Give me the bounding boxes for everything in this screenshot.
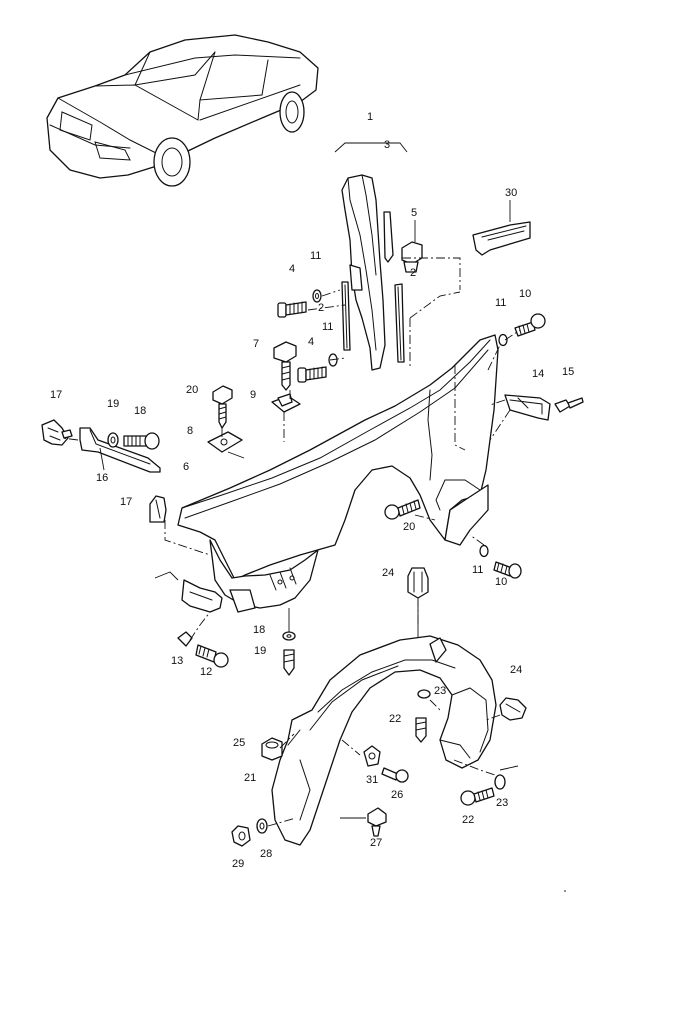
speed-nut-9 [271, 393, 301, 413]
callout-15: 15 [562, 366, 574, 378]
callout-9: 9 [250, 389, 256, 401]
clip-27 [340, 807, 387, 837]
screw-19-center [283, 608, 295, 676]
washer-11-upper [312, 289, 322, 303]
clip-24-top [407, 567, 429, 599]
washer-18-center [282, 631, 296, 641]
screw-22-upper [415, 717, 427, 743]
nut-29 [231, 825, 251, 847]
screw-10-upper [514, 313, 546, 337]
callout-2: 2 [410, 267, 416, 279]
callout-25: 25 [233, 737, 245, 749]
screw-20-upper [212, 385, 233, 429]
bolt-7 [273, 341, 297, 391]
callout-16: 16 [96, 472, 108, 484]
clip-13 [177, 631, 193, 647]
screw-26 [381, 767, 409, 783]
callout-29: 29 [232, 858, 244, 870]
screw-20-lower [384, 499, 421, 520]
clip-5 [401, 220, 423, 273]
wheel-housing-liner-21 [271, 600, 497, 846]
callout-20: 20 [186, 384, 198, 396]
callout-22: 22 [389, 713, 401, 725]
washer-23-upper [417, 689, 431, 699]
callout-17: 17 [120, 496, 132, 508]
callout-4: 4 [308, 336, 314, 348]
bracket-16 [79, 427, 161, 473]
washer-19-left [107, 432, 119, 448]
callout-17: 17 [50, 389, 62, 401]
washer-23-lower [494, 774, 506, 790]
bolt-12 [195, 644, 229, 668]
washer-11-right [498, 333, 508, 347]
callout-8: 8 [187, 425, 193, 437]
seal-strips-2 [341, 281, 405, 363]
callout-21: 21 [244, 772, 256, 784]
callout-23: 23 [434, 685, 446, 697]
callout-5: 5 [411, 207, 417, 219]
stray-dot [564, 890, 566, 892]
callout-23: 23 [496, 797, 508, 809]
assembly-lines [61, 257, 521, 827]
bolt-18-left [123, 432, 160, 450]
callout-1: 1 [367, 111, 373, 123]
bolt-4-lower [297, 366, 327, 383]
callout-10: 10 [495, 576, 507, 588]
screw-22-lower [460, 765, 519, 806]
callout-19: 19 [107, 398, 119, 410]
callout-13: 13 [171, 655, 183, 667]
callout-26: 26 [391, 789, 403, 801]
callout-4: 4 [289, 263, 295, 275]
front-fender-6 [154, 334, 499, 613]
callout-11: 11 [495, 297, 506, 309]
callout-7: 7 [253, 338, 259, 350]
clip-17-upper [41, 419, 73, 446]
callout-10: 10 [519, 288, 531, 300]
callout-11: 11 [472, 564, 483, 576]
bracket-14 [504, 394, 551, 421]
washer-28 [256, 818, 268, 834]
clip-24-right [499, 697, 527, 721]
callout-18: 18 [253, 624, 265, 636]
car-thumbnail [46, 34, 319, 187]
callout-28: 28 [260, 848, 272, 860]
callout-20: 20 [403, 521, 415, 533]
fender-mounting-bracket [334, 142, 408, 371]
callout-31: 31 [366, 774, 378, 786]
callout-24: 24 [510, 664, 522, 676]
screw-10-lower [493, 561, 522, 579]
clip-31 [363, 745, 381, 767]
callout-labels: 1 3 30 5 11 4 2 2 11 10 11 7 4 20 9 14 1… [50, 111, 574, 870]
washer-11-lower-right [479, 544, 489, 558]
callout-27: 27 [370, 837, 382, 849]
nut-25 [261, 737, 283, 761]
clip-8 [207, 431, 245, 459]
callout-22: 22 [462, 814, 474, 826]
callout-19: 19 [254, 645, 266, 657]
callout-30: 30 [505, 187, 517, 199]
callout-6: 6 [183, 461, 189, 473]
callout-11: 11 [322, 321, 333, 333]
callout-3: 3 [384, 139, 390, 151]
clip-17-lower [149, 495, 167, 523]
callout-11: 11 [310, 250, 321, 262]
callout-12: 12 [200, 666, 212, 678]
fender-bracket-30 [472, 200, 531, 256]
callout-18: 18 [134, 405, 146, 417]
bolt-4-upper [277, 301, 307, 318]
clip-15 [554, 397, 584, 413]
callout-2: 2 [318, 302, 324, 314]
callout-24: 24 [382, 567, 394, 579]
callout-14: 14 [532, 368, 544, 380]
